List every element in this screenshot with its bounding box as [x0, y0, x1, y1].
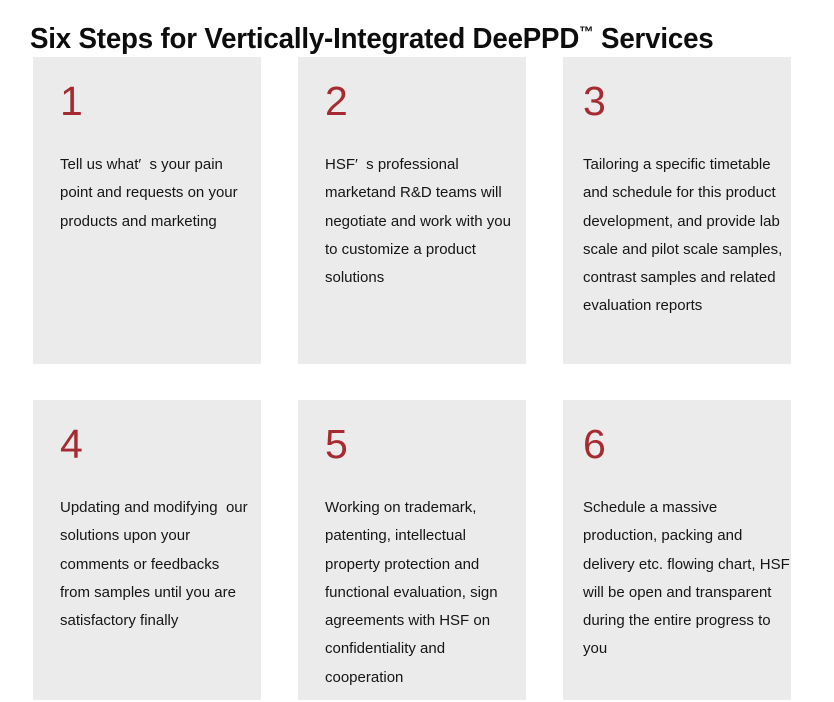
step-card-2[interactable]: 2 HSF′ s professional marketand R&D team… — [298, 57, 526, 364]
step-card-1[interactable]: 1 Tell us what′ s your pain point and re… — [33, 57, 261, 364]
page-title: Six Steps for Vertically-Integrated DeeP… — [30, 12, 775, 55]
step-number: 3 — [583, 78, 606, 124]
step-description: Tell us what′ s your pain point and requ… — [60, 156, 242, 230]
step-card-4[interactable]: 4 Updating and modifying our solutions u… — [33, 400, 261, 700]
step-number: 5 — [325, 421, 348, 467]
step-card-5[interactable]: 5 Working on trademark, patenting, intel… — [298, 400, 526, 700]
step-description: Working on trademark, patenting, intelle… — [325, 499, 502, 686]
step-description: Schedule a massive production, packing a… — [583, 499, 790, 658]
step-card-3[interactable]: 3 Tailoring a specific timetable and sch… — [563, 57, 791, 364]
step-number: 1 — [60, 78, 83, 124]
step-description: Updating and modifying our solutions upo… — [60, 499, 252, 630]
step-number: 2 — [325, 78, 348, 124]
page-title-suffix: Services — [593, 22, 714, 55]
step-number: 6 — [583, 421, 606, 467]
step-description: HSF′ s professional marketand R&D teams … — [325, 156, 516, 287]
page-title-main: Six Steps for Vertically-Integrated DeeP… — [30, 22, 580, 55]
step-description: Tailoring a specific timetable and sched… — [583, 156, 787, 315]
step-card-6[interactable]: 6 Schedule a massive production, packing… — [563, 400, 791, 700]
trademark-symbol: ™ — [579, 24, 594, 41]
step-number: 4 — [60, 421, 83, 467]
steps-grid: 1 Tell us what′ s your pain point and re… — [33, 57, 791, 700]
